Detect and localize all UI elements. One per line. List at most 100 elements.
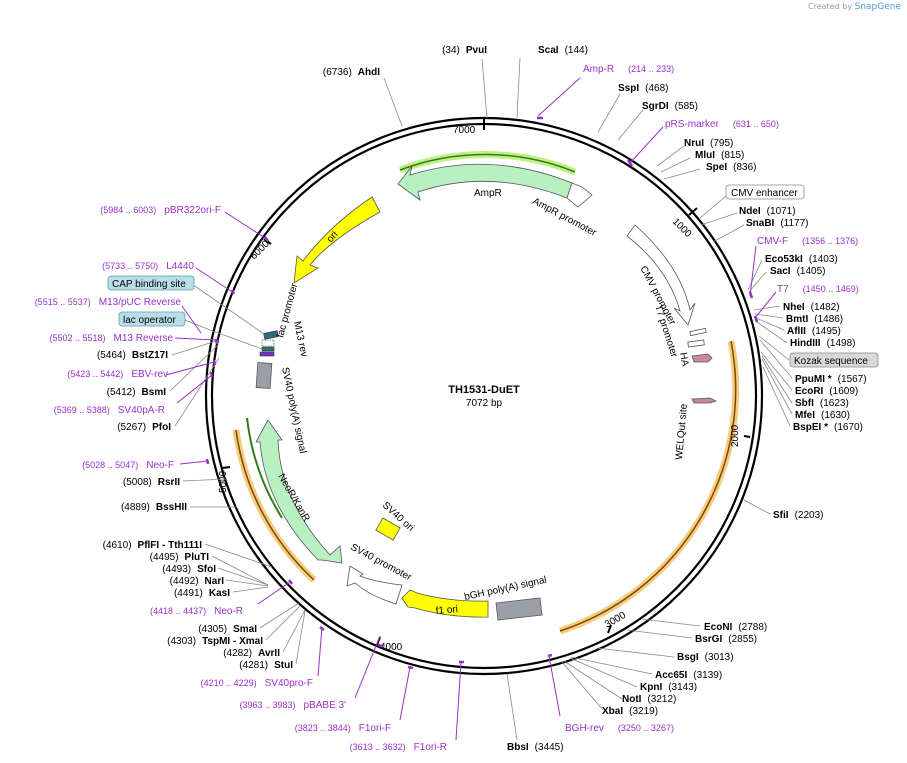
primer-tick-ebv	[212, 359, 217, 366]
leader-bsgi	[596, 647, 675, 658]
leader-ebv	[165, 361, 215, 376]
enzyme-pos: (815)	[721, 150, 744, 161]
lac-operator-label: lac operator	[123, 315, 176, 326]
enzyme-pos: (1071)	[767, 206, 796, 217]
leader-cmv-enh	[699, 195, 727, 219]
enzyme-pos: (6736)	[323, 67, 352, 78]
enzyme-tspmi: (4303)TspMI - XmaI	[167, 636, 263, 647]
enzyme-pos: (1609)	[829, 386, 858, 397]
enzyme-saci: SacI(1405)	[770, 266, 825, 277]
leader-stui	[295, 610, 306, 665]
enzyme-name: NruI	[684, 138, 704, 149]
primer-pos: (5502 .. 5518)	[49, 333, 105, 343]
primer-name: SV40pro-F	[265, 678, 313, 689]
ampr-promoter-feature	[566, 182, 593, 208]
enzyme-kasi: (4491)KasI	[174, 588, 230, 599]
enzyme-name: AflII	[787, 326, 806, 337]
kozak-feature	[691, 353, 713, 363]
leader-kasi	[232, 586, 269, 593]
lac-operator-box	[118, 311, 186, 327]
leader-sbfi	[761, 355, 793, 404]
leader-neo-r	[257, 581, 291, 605]
leader-smai	[259, 602, 300, 629]
enzyme-name: SnaBI	[746, 218, 775, 229]
primer-name: F1ori-F	[359, 723, 391, 734]
primer-pos: (214 .. 233)	[628, 64, 674, 74]
cmv-enhancer-box	[725, 184, 805, 200]
primer-tick-bgh	[547, 653, 553, 658]
primer-neo-f: (5028 .. 5047)Neo-F	[82, 460, 174, 471]
primer-m13-reverse: (5502 .. 5518) M13 Reverse	[49, 333, 173, 344]
enzyme-pos: (2788)	[738, 622, 767, 633]
leader-amp-r	[537, 77, 581, 117]
enzyme-pos: (4492)	[170, 576, 199, 587]
primer-name: F1ori-R	[414, 742, 447, 753]
primer-name: CMV-F	[757, 236, 788, 247]
enzyme-name: PluTI	[185, 552, 210, 563]
primer-name: pBR322ori-F	[164, 205, 221, 216]
leader-ahdi	[383, 77, 403, 127]
primer-pos: (5028 .. 5047)	[82, 460, 138, 470]
kozak-label: Kozak sequence	[794, 356, 868, 367]
primer-tick-pbabe	[377, 643, 384, 648]
label-m13-rev: M13 rev	[291, 320, 309, 358]
primer-sv40pa-r: (5369 .. 5388)SV40pA-R	[54, 405, 165, 416]
enzyme-noti: NotI(3212)	[622, 694, 676, 705]
leader-sv40pa	[176, 374, 213, 404]
enzyme-spei: SpeI(836)	[706, 162, 756, 173]
label-ampr: AmpR	[474, 188, 502, 199]
primer-ticks	[205, 116, 759, 670]
leader-snabi	[712, 224, 745, 243]
primer-tick-sv40pa	[209, 371, 214, 378]
primer-name: M13 Reverse	[114, 333, 174, 344]
leader-bstz	[171, 339, 220, 356]
cap-box	[107, 275, 195, 291]
enzyme-name: MfeI	[795, 410, 815, 421]
enzyme-name: SspI	[618, 83, 639, 94]
primer-name: M13/pUC Reverse	[99, 297, 182, 308]
leader-noti	[563, 660, 623, 700]
leader-avrii	[282, 609, 306, 653]
enzyme-name: SacI	[770, 266, 791, 277]
enzyme-bsrgi: BsrGI(2855)	[695, 634, 757, 645]
enzyme-name: KasI	[209, 588, 230, 599]
primer-t7: T7(1450 .. 1469)	[777, 284, 859, 295]
primer-f1ori-f: (3823 .. 3844)F1ori-F	[295, 723, 391, 734]
enzyme-name: EcoNI	[704, 622, 733, 633]
enzyme-name: PpuMI *	[795, 374, 832, 385]
enzyme-pos: (5267)	[117, 422, 146, 433]
enzyme-sbfi: SbfI(1623)	[795, 398, 849, 409]
leader-kozak	[758, 335, 790, 361]
primer-pos: (5423 .. 5442)	[67, 369, 123, 379]
primer-amp-r: Amp-R(214 .. 233)	[583, 64, 674, 75]
label-sv40-polya: SV40 poly(A) signal	[279, 366, 308, 454]
enzyme-name: BssHII	[156, 502, 187, 513]
primer-neo-r: (4418 .. 4437)Neo-R	[150, 606, 243, 617]
enzyme-pos: (1630)	[821, 410, 850, 421]
enzyme-sfoi: (4493)SfoI	[162, 564, 216, 575]
enzyme-pos: (3139)	[693, 670, 722, 681]
enzyme-stui: (4281)StuI	[239, 660, 293, 671]
enzyme-pos: (3143)	[668, 682, 697, 693]
leader-nrui	[656, 145, 685, 167]
enzymes-right: ScaI(144) SspI(468) SgrDI(585) NruI(795)…	[507, 45, 867, 753]
enzyme-pos: (795)	[710, 138, 733, 149]
leader-sspi	[597, 93, 621, 133]
tick-6000	[263, 238, 272, 245]
enzyme-name: AhdI	[358, 67, 380, 78]
enzyme-pos: (4305)	[198, 624, 227, 635]
primer-tick-sv40pro	[319, 626, 325, 631]
enzyme-eco53ki: Eco53kI(1403)	[765, 254, 838, 265]
primer-bgh-rev: BGH-rev(3250 .. 3267)	[565, 723, 674, 734]
primer-pos: (5984 .. 6003)	[100, 205, 156, 215]
enzyme-bspei: BspEI *(1670)	[793, 422, 863, 433]
primer-name: pBABE 3'	[304, 700, 347, 711]
primer-tick-m13	[214, 338, 219, 345]
ampr-orf-line	[399, 153, 576, 173]
leader-bsmi	[169, 344, 219, 392]
enzyme-name: PflFI - Tth111I	[138, 540, 203, 551]
leader-pvui	[481, 58, 488, 119]
enzyme-name: AvrII	[258, 648, 280, 659]
leader-bmti	[754, 313, 784, 319]
leader-eco53ki	[747, 259, 763, 291]
